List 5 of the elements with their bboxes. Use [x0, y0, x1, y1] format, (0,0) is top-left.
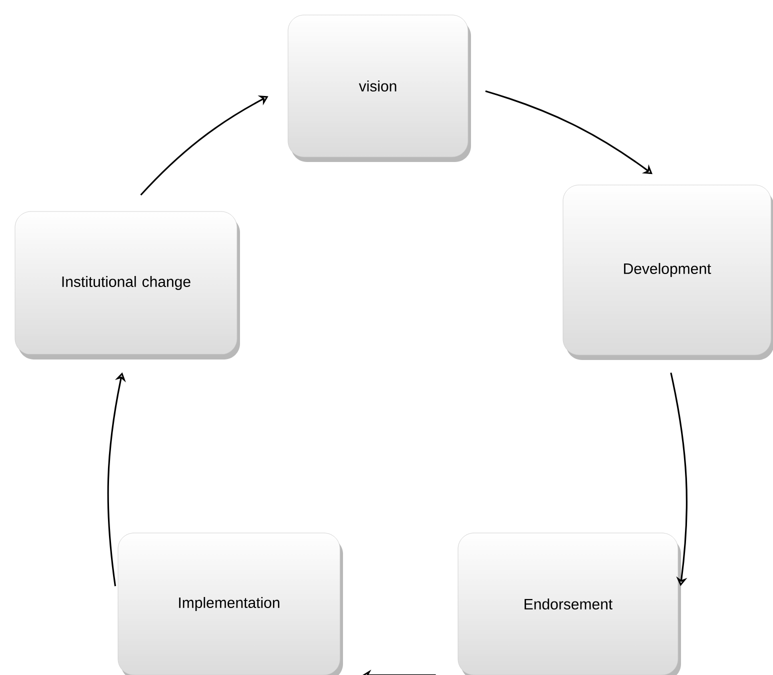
process-box: Implementation: [118, 532, 343, 675]
process-box: Development: [562, 184, 773, 360]
process-box: vision: [288, 14, 471, 162]
process-box: Endorsement: [458, 532, 681, 675]
process-box: Institutional change: [14, 211, 240, 360]
